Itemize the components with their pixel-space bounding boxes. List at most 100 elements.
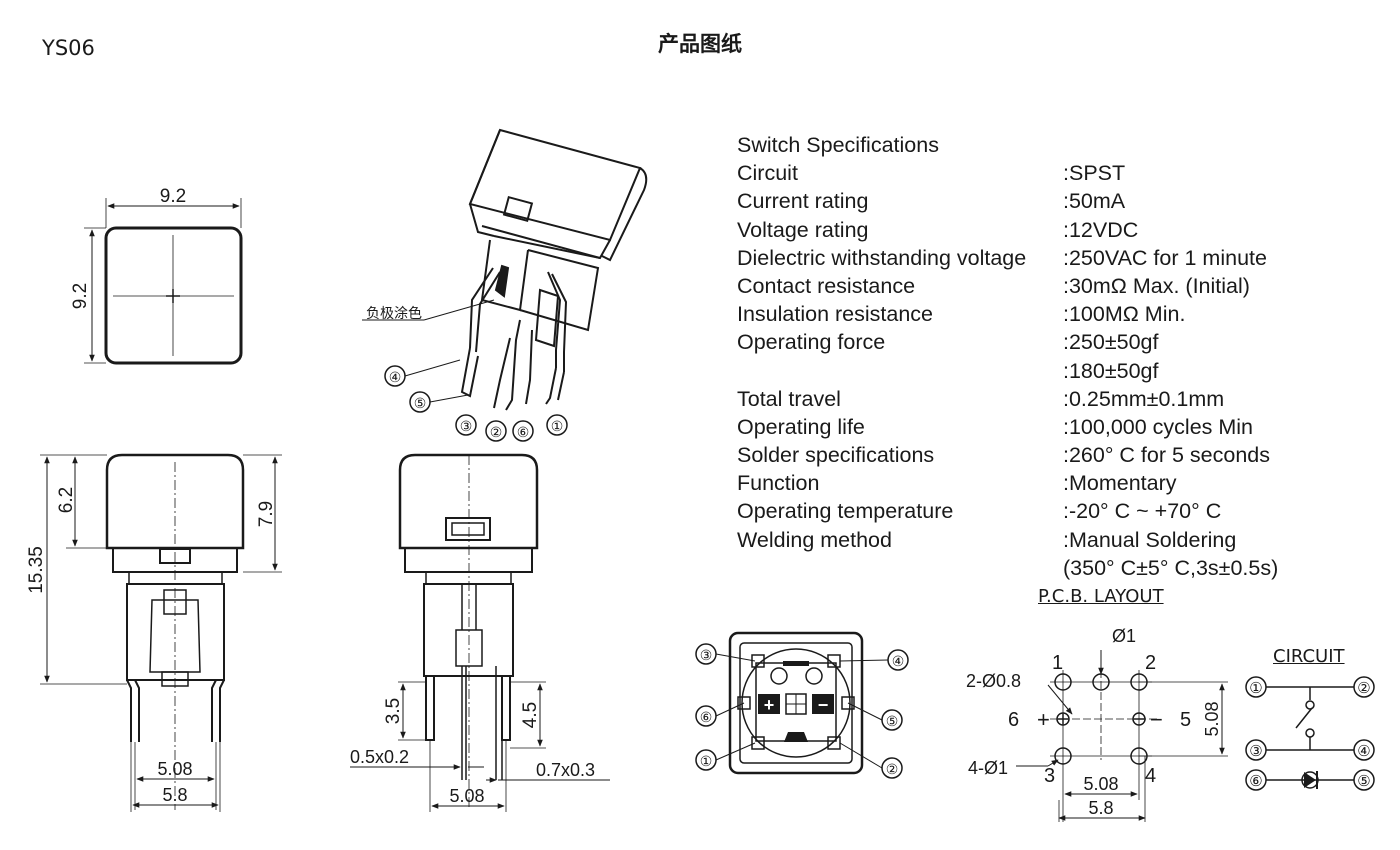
spec-name: Total travel xyxy=(737,386,841,411)
pcb-pin-2: 2 xyxy=(1145,652,1156,674)
spec-name: Circuit xyxy=(737,161,798,186)
front-pin-size-b-dim: 0.7x0.3 xyxy=(536,760,595,780)
spec-row: Contact resistance :30mΩ Max. (Initial) xyxy=(737,272,1278,300)
spec-name: Insulation resistance xyxy=(737,302,933,327)
bottom-pin-5: ⑤ xyxy=(886,713,899,729)
spec-value: :SPST xyxy=(1063,161,1126,186)
spec-row: :180±50gf xyxy=(737,357,1278,385)
spec-row: Current rating :50mA xyxy=(737,187,1278,215)
spec-row: Operating temperature :-20° C ~ +70° C xyxy=(737,497,1278,525)
spec-value: :250±50gf xyxy=(1063,330,1159,355)
top-view xyxy=(84,198,243,365)
spec-name xyxy=(737,357,1063,385)
model-number: YS06 xyxy=(42,36,95,60)
circuit-pin-2: ② xyxy=(1357,680,1370,697)
pcb-layout-title: P.C.B. LAYOUT xyxy=(1038,586,1164,607)
circuit-pin-5: ⑤ xyxy=(1357,773,1370,790)
pcb-minus-mark: − xyxy=(1150,707,1163,732)
spec-value: :12VDC xyxy=(1063,217,1139,242)
spec-heading-row: Switch Specifications xyxy=(737,131,1278,159)
bottom-pin-2: ② xyxy=(886,761,899,777)
side-body-height-dim: 7.9 xyxy=(256,501,277,527)
spec-name: Welding method xyxy=(737,527,892,552)
bottom-pin-1: ① xyxy=(700,753,713,769)
bottom-pin-6: ⑥ xyxy=(700,709,713,725)
side-body-width-dim: 5.8 xyxy=(162,785,187,805)
front-pin-length-a-dim: 3.5 xyxy=(383,698,404,724)
spec-value: :50mA xyxy=(1063,189,1126,214)
spec-name: Current rating xyxy=(737,189,869,214)
iso-pin-6: ⑥ xyxy=(517,424,530,440)
spec-row: Dielectric withstanding voltage :250VAC f… xyxy=(737,244,1278,272)
iso-pin-3: ③ xyxy=(460,418,473,434)
side-view xyxy=(40,453,282,812)
bottom-plus-mark: + xyxy=(764,695,775,715)
front-pin-size-a-dim: 0.5x0.2 xyxy=(350,747,409,767)
spec-value: :-20° C ~ +70° C xyxy=(1063,499,1222,524)
pcb-pin-6: 6 xyxy=(1008,709,1019,731)
spec-value: :Momentary xyxy=(1063,471,1177,496)
iso-pin-5: ⑤ xyxy=(414,395,427,411)
circuit-title: CIRCUIT xyxy=(1273,646,1345,667)
spec-value: :250VAC for 1 minute xyxy=(1063,245,1267,270)
circuit-pin-3: ③ xyxy=(1249,743,1262,760)
spec-heading: Switch Specifications xyxy=(737,133,939,157)
spec-name: Operating temperature xyxy=(737,499,954,524)
spec-row: Total travel :0.25mm±0.1mm xyxy=(737,385,1278,413)
spec-row: Welding method :Manual Soldering xyxy=(737,526,1278,554)
spec-name: Operating force xyxy=(737,330,886,355)
top-view-outline xyxy=(104,226,243,365)
pcb-hole-small: Ø1 xyxy=(1112,626,1136,646)
top-height-dim: 9.2 xyxy=(70,283,91,309)
top-width-dim: 9.2 xyxy=(160,186,186,207)
spec-name: Voltage rating xyxy=(737,217,869,242)
spec-value: (350° C±5° C,3s±0.5s) xyxy=(1063,555,1279,580)
side-pin-pitch-dim: 5.08 xyxy=(157,759,192,779)
switch-specifications: Switch Specifications Circuit :SPST Curre… xyxy=(737,131,1278,582)
bottom-view xyxy=(695,631,909,779)
spec-row: Voltage rating :12VDC xyxy=(737,216,1278,244)
iso-pin-4: ④ xyxy=(389,369,402,385)
circuit-pin-1: ① xyxy=(1249,680,1262,697)
spec-row: Solder specifications :260° C for 5 secon… xyxy=(737,441,1278,469)
spec-row: Circuit :SPST xyxy=(737,159,1278,187)
spec-name: Contact resistance xyxy=(737,273,916,298)
pcb-pin-4: 4 xyxy=(1145,765,1156,787)
front-pin-length-b-dim: 4.5 xyxy=(520,702,541,728)
pcb-plus-mark: + xyxy=(1037,707,1050,732)
isometric-view xyxy=(362,128,648,442)
front-view xyxy=(350,453,610,812)
circuit-drawing xyxy=(1245,676,1375,791)
pcb-pin-1: 1 xyxy=(1052,652,1063,674)
pcb-layout-drawing xyxy=(1016,650,1228,822)
pcb-pin-3: 3 xyxy=(1044,765,1055,787)
spec-value: :Manual Soldering xyxy=(1063,527,1237,552)
spec-name: Operating life xyxy=(737,414,865,439)
pcb-pin-5: 5 xyxy=(1180,709,1191,731)
bottom-pin-3: ③ xyxy=(700,647,713,663)
spec-name: Function xyxy=(737,471,820,496)
pcb-vertical-dim: 5.08 xyxy=(1202,701,1222,736)
spec-name: Dielectric withstanding voltage xyxy=(737,245,1027,270)
circuit-pin-6: ⑥ xyxy=(1249,773,1262,790)
spec-value: :260° C for 5 seconds xyxy=(1063,443,1270,468)
spec-name xyxy=(737,554,1063,582)
spec-value: :0.25mm±0.1mm xyxy=(1063,386,1225,411)
spec-row: Operating force :250±50gf xyxy=(737,328,1278,356)
spec-value: :180±50gf xyxy=(1063,358,1159,383)
side-cap-height-dim: 6.2 xyxy=(56,487,77,513)
iso-pin-1: ① xyxy=(551,418,564,434)
spec-value: :100,000 cycles Min xyxy=(1063,414,1254,439)
page-title: 产品图纸 xyxy=(658,32,742,56)
spec-name: Solder specifications xyxy=(737,443,935,468)
pcb-width-dim: 5.8 xyxy=(1088,798,1113,818)
spec-row: Insulation resistance:100MΩ Min. xyxy=(737,300,1278,328)
spec-row: Function :Momentary xyxy=(737,469,1278,497)
circuit-pin-4: ④ xyxy=(1357,743,1370,760)
pcb-pitch-dim: 5.08 xyxy=(1083,774,1118,794)
front-pin-pitch-dim: 5.08 xyxy=(449,786,484,806)
spec-value: :30mΩ Max. (Initial) xyxy=(1063,273,1250,298)
spec-row: (350° C±5° C,3s±0.5s) xyxy=(737,554,1278,582)
spec-row: Operating life :100,000 cycles Min xyxy=(737,413,1278,441)
